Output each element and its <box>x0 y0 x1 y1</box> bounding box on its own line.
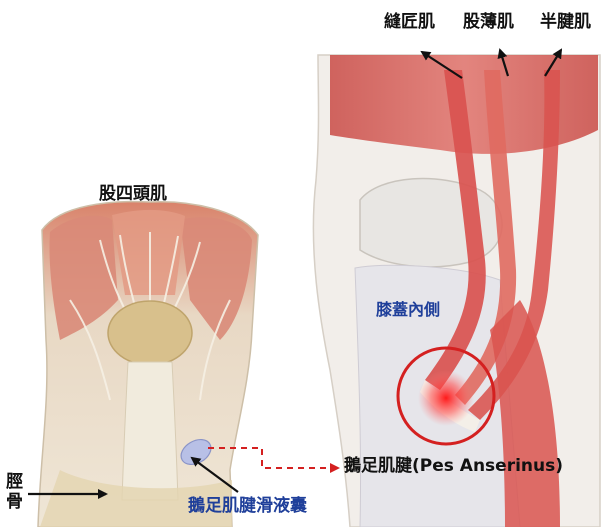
tibia-label: 脛骨 <box>6 472 24 512</box>
pes-anserine-bursa-label: 鵝足肌腱滑液囊 <box>188 498 307 515</box>
gracilis-label: 股薄肌 <box>463 14 514 31</box>
front-knee-view <box>38 202 258 527</box>
patellar-tendon <box>122 362 178 500</box>
sartorius-label: 縫匠肌 <box>384 14 435 31</box>
patella <box>108 301 192 365</box>
medial-knee-label: 膝蓋內側 <box>376 302 440 318</box>
quadriceps-label: 股四頭肌 <box>99 186 167 203</box>
semitendinosus-label: 半腱肌 <box>540 14 591 31</box>
pain-glow <box>418 370 474 426</box>
pes-anserinus-label: 鵝足肌腱(Pes Anserinus) <box>344 458 563 475</box>
